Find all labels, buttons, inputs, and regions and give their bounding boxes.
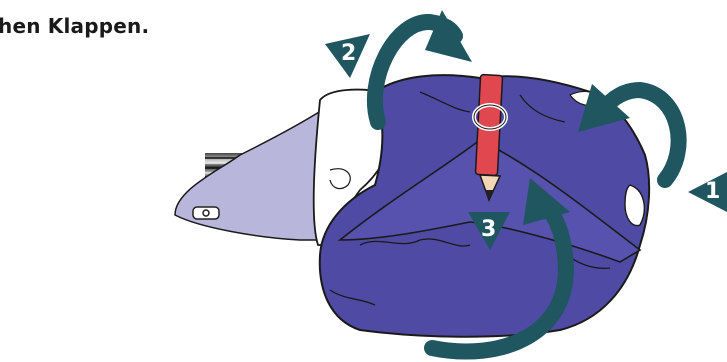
step-marker-1: 1 (688, 172, 727, 212)
svg-text:1: 1 (705, 179, 720, 204)
svg-text:3: 3 (481, 217, 496, 242)
clasp (193, 207, 219, 219)
step-marker-2: 2 (325, 34, 370, 78)
svg-text:2: 2 (341, 41, 356, 66)
